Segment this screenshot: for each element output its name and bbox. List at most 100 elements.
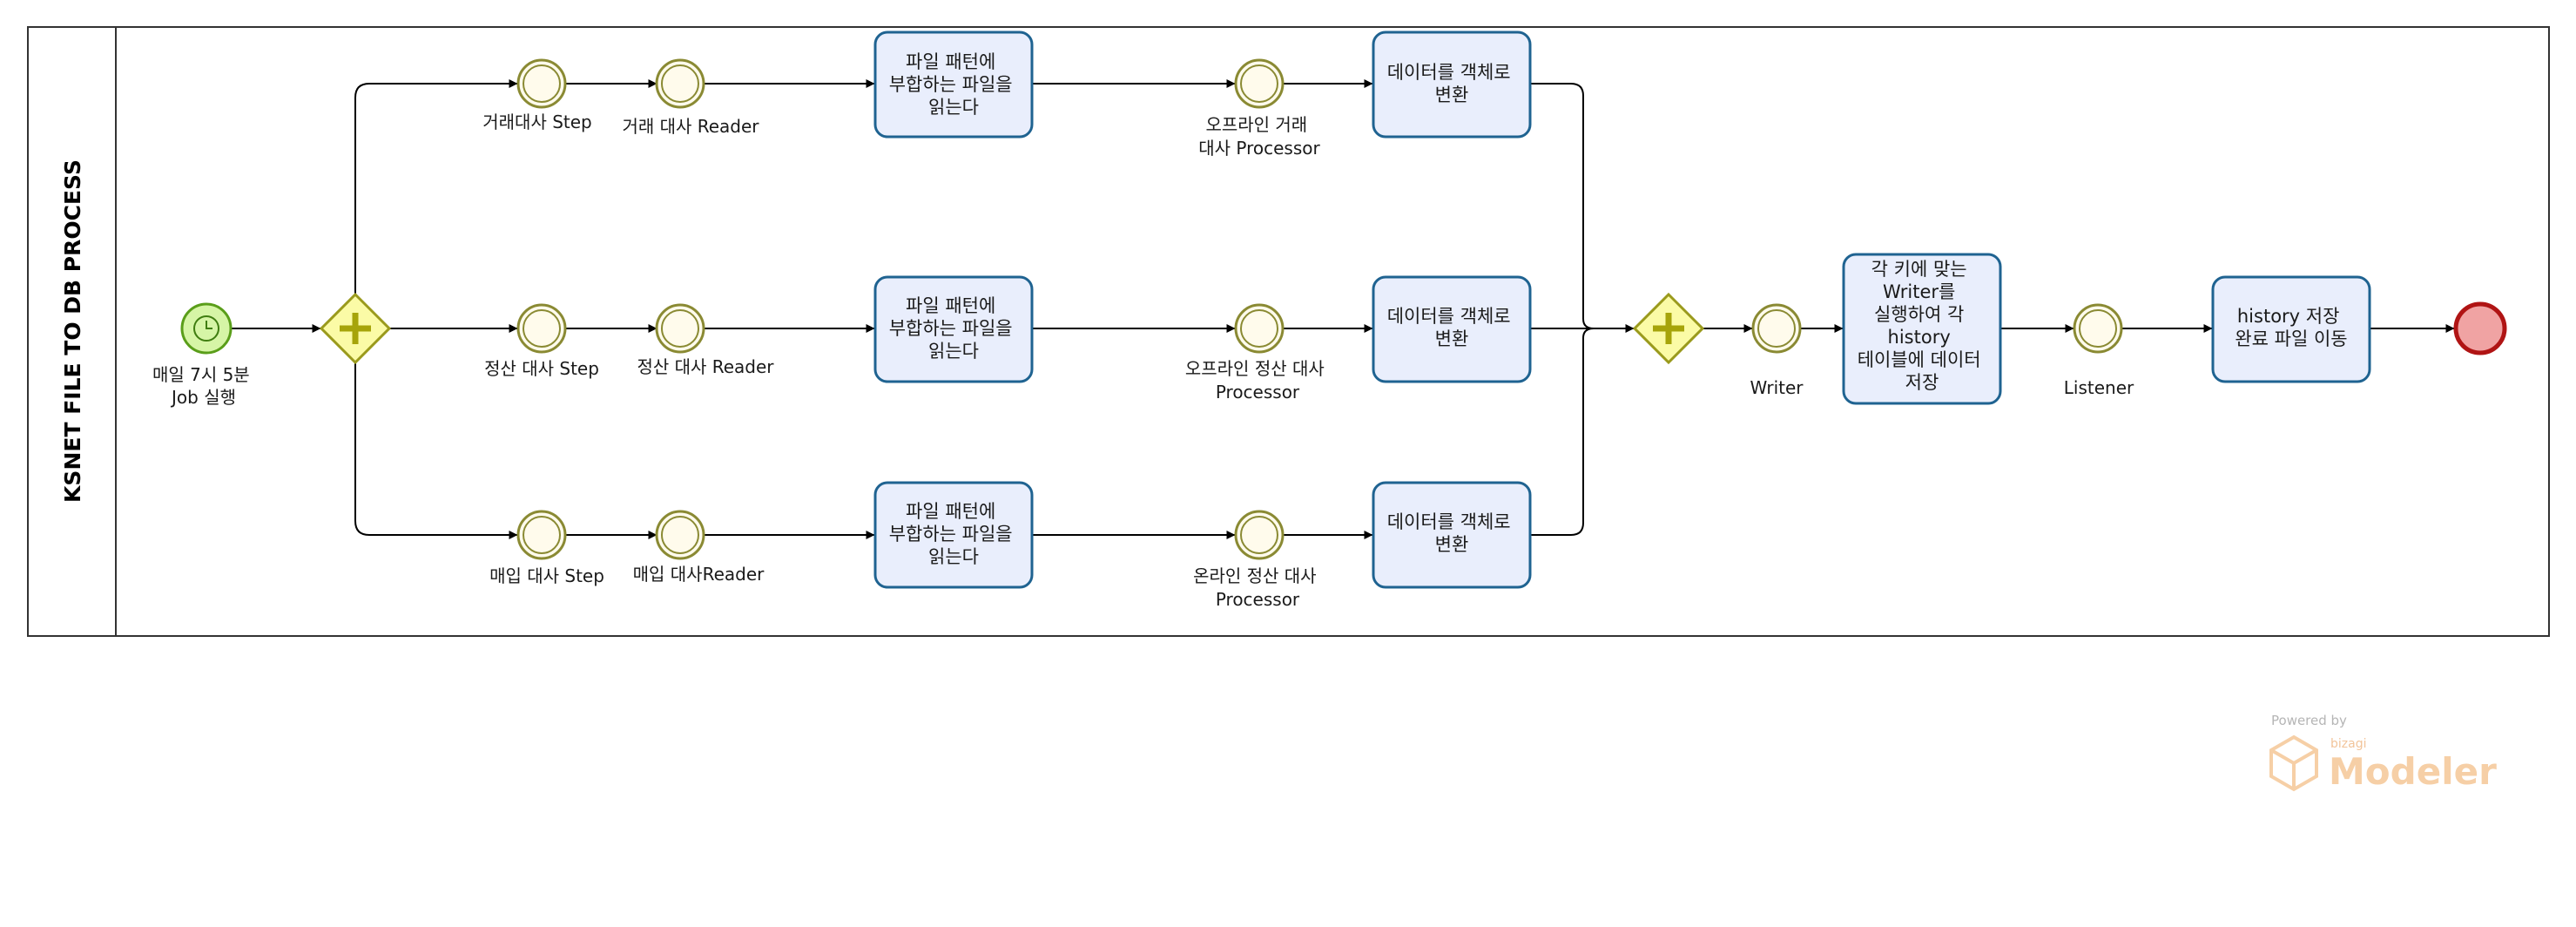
parallel-plus-icon <box>340 313 371 344</box>
reader-event[interactable]: 거래 대사 Reader <box>622 58 759 137</box>
task-label-line: 완료 파일 이동 <box>2235 328 2347 349</box>
event-inner-ring <box>661 64 699 103</box>
read-file-task[interactable]: 파일 패턴에 부합하는 파일을 읽는다 <box>873 481 1034 589</box>
listener-event[interactable]: Listener <box>2064 303 2134 398</box>
event-inner-ring <box>661 516 699 554</box>
processor-label-line: 오프라인 거래 <box>1205 114 1307 135</box>
task-label-line: history 저장 <box>2237 306 2340 327</box>
task-label-line: 파일 패턴에 <box>906 501 995 522</box>
intermediate-event-icon <box>655 303 705 354</box>
task-label-line: Writer를 <box>1883 281 1955 302</box>
event-inner-ring <box>1240 309 1278 348</box>
intermediate-event-icon <box>1751 303 1802 354</box>
parallel-gateway-split[interactable] <box>319 292 392 365</box>
convert-data-task[interactable]: 데이터를 객체로 변환 <box>1372 30 1532 139</box>
step-label: 매입 대사 Step <box>489 565 604 586</box>
step-label-line: 정산 대사 Step <box>484 358 599 379</box>
parallel-gateway-join[interactable] <box>1632 292 1705 365</box>
task-label-line: 데이터를 객체로 <box>1387 306 1511 327</box>
row-top: 거래대사 Step 거래 대사 Reader 파일 패턴에 부합하는 파일을 읽… <box>482 30 1532 159</box>
processor-label-line: Processor <box>1216 589 1300 610</box>
pool-title: KSNET FILE TO DB PROCESS <box>60 159 85 503</box>
reader-label: 매입 대사Reader <box>633 564 765 585</box>
read-file-task[interactable]: 파일 패턴에 부합하는 파일을 읽는다 <box>873 275 1034 383</box>
processor-label-line: 온라인 정산 대사 <box>1193 565 1317 586</box>
step-event[interactable]: 거래대사 Step <box>482 58 592 132</box>
writer-label: Writer <box>1750 377 1804 398</box>
event-inner-ring <box>661 309 699 348</box>
start-label: 매일 7시 5분 Job 실행 <box>152 364 255 408</box>
writer-task-label: 각 키에 맞는 Writer를 실행하여 각 history 테이블에 데이터 … <box>1858 259 1987 393</box>
step-event[interactable]: 매입 대사 Step <box>489 510 604 586</box>
intermediate-event-icon <box>516 510 567 560</box>
start-event[interactable]: 매일 7시 5분 Job 실행 <box>152 302 255 408</box>
event-inner-ring <box>1240 516 1278 554</box>
task-label-line: 각 키에 맞는 <box>1871 259 1967 280</box>
intermediate-event-icon <box>2073 303 2123 354</box>
processor-event[interactable]: 오프라인 정산 대사 Processor <box>1185 303 1330 403</box>
task-label-line: 변환 <box>1435 328 1469 349</box>
writer-label-line: Writer <box>1750 377 1804 398</box>
task-box <box>1372 30 1532 139</box>
event-inner-ring <box>523 516 561 554</box>
watermark-powered-by: Powered by <box>2271 713 2347 728</box>
processor-label-line: 대사 Processor <box>1198 138 1320 159</box>
intermediate-event-icon <box>516 303 567 354</box>
writer-task[interactable]: 각 키에 맞는 Writer를 실행하여 각 history 테이블에 데이터 … <box>1842 253 2002 405</box>
task-label-line: 저장 <box>1905 372 1939 393</box>
processor-label-line: 오프라인 정산 대사 <box>1185 358 1325 379</box>
read-file-task[interactable]: 파일 패턴에 부합하는 파일을 읽는다 <box>873 30 1034 139</box>
bizagi-watermark: Powered by bizagi Modeler <box>2269 713 2497 793</box>
task-label-line: 변환 <box>1435 85 1469 105</box>
processor-event[interactable]: 오프라인 거래 대사 Processor <box>1198 58 1321 159</box>
final-task-label: history 저장 완료 파일 이동 <box>2235 306 2347 349</box>
processor-label: 온라인 정산 대사 Processor <box>1193 565 1322 610</box>
step-label: 정산 대사 Step <box>484 358 599 379</box>
event-inner-ring <box>1757 309 1796 348</box>
writer-event[interactable]: Writer <box>1750 303 1804 398</box>
event-inner-ring <box>523 64 561 103</box>
processor-label: 오프라인 정산 대사 Processor <box>1185 358 1330 403</box>
task-label-line: 부합하는 파일을 <box>889 74 1013 95</box>
task-label-line: 실행하여 각 <box>1874 304 1964 325</box>
end-event[interactable] <box>2453 301 2507 355</box>
task-label-line: 부합하는 파일을 <box>889 524 1013 545</box>
intermediate-event-icon <box>516 58 567 109</box>
reader-event[interactable]: 정산 대사 Reader <box>637 303 774 377</box>
step-label: 거래대사 Step <box>482 112 592 132</box>
step-event[interactable]: 정산 대사 Step <box>484 303 599 379</box>
task-box <box>873 275 1034 383</box>
processor-event[interactable]: 온라인 정산 대사 Processor <box>1193 510 1322 610</box>
intermediate-event-icon <box>655 58 705 109</box>
task-label-line: 읽는다 <box>928 546 979 567</box>
watermark-product: Modeler <box>2329 750 2497 793</box>
read-task-label: 파일 패턴에 부합하는 파일을 읽는다 <box>889 295 1019 362</box>
row-middle: 정산 대사 Step 정산 대사 Reader 파일 패턴에 부합하는 파일을 … <box>484 275 1532 403</box>
processor-label-line: Processor <box>1216 382 1300 403</box>
bizagi-logo-icon <box>2269 734 2318 792</box>
task-label-line: 데이터를 객체로 <box>1387 62 1511 83</box>
convert-data-task[interactable]: 데이터를 객체로 변환 <box>1372 481 1532 589</box>
task-box <box>1372 275 1532 383</box>
move-complete-file-task[interactable]: history 저장 완료 파일 이동 <box>2211 275 2371 383</box>
task-label-line: 부합하는 파일을 <box>889 318 1013 339</box>
convert-task-label: 데이터를 객체로 변환 <box>1387 306 1517 349</box>
reader-label: 정산 대사 Reader <box>637 356 774 377</box>
reader-label-line: 거래 대사 Reader <box>622 116 759 137</box>
reader-event[interactable]: 매입 대사Reader <box>633 510 765 585</box>
task-label-line: 읽는다 <box>928 97 979 118</box>
intermediate-event-icon <box>1234 510 1285 560</box>
task-box <box>873 30 1034 139</box>
reader-label-line: 정산 대사 Reader <box>637 356 774 377</box>
start-label-line: Job 실행 <box>170 387 236 408</box>
processor-label: 오프라인 거래 대사 Processor <box>1198 114 1320 159</box>
intermediate-event-icon <box>655 510 705 560</box>
task-label-line: 데이터를 객체로 <box>1387 511 1511 532</box>
row-bottom: 매입 대사 Step 매입 대사Reader 파일 패턴에 부합하는 파일을 읽… <box>489 481 1532 610</box>
parallel-plus-icon <box>1653 313 1684 344</box>
event-inner-ring <box>1240 64 1278 103</box>
intermediate-event-icon <box>1234 303 1285 354</box>
convert-data-task[interactable]: 데이터를 객체로 변환 <box>1372 275 1532 383</box>
task-box <box>873 481 1034 589</box>
